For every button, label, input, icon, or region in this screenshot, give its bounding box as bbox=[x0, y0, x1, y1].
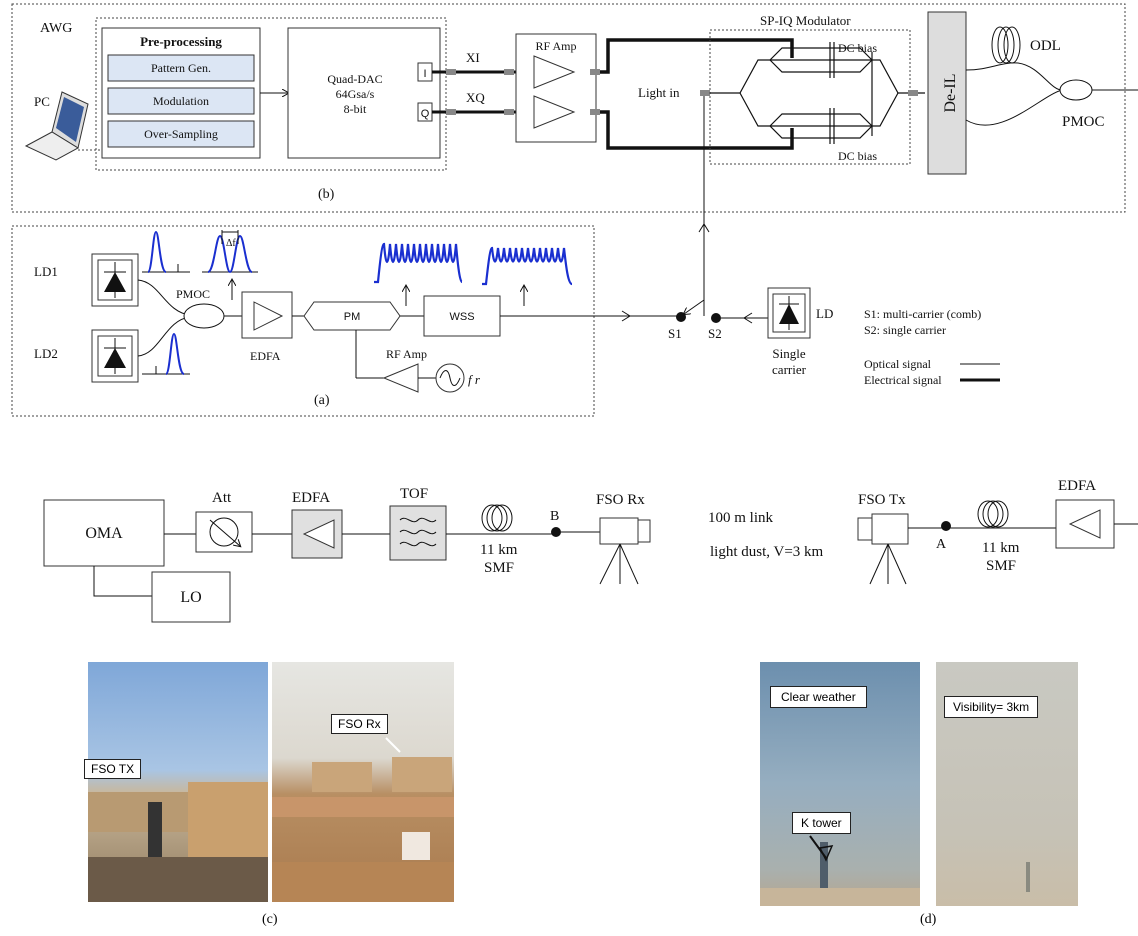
iq-interferometer bbox=[710, 42, 925, 144]
spectrum-ld2 bbox=[142, 334, 190, 374]
visibility-label: Visibility= 3km bbox=[944, 696, 1038, 718]
fso-tx-photo-label: FSO TX bbox=[84, 759, 141, 779]
fso-tx-label: FSO Tx bbox=[858, 492, 906, 508]
pmoc-a-label: PMOC bbox=[176, 287, 210, 301]
pmoc-b-icon bbox=[1060, 80, 1092, 100]
rf-amp-a-label: RF Amp bbox=[386, 347, 427, 361]
smf-left-line-2: SMF bbox=[484, 560, 514, 576]
lo-label: LO bbox=[180, 589, 201, 606]
wss-label: WSS bbox=[449, 311, 474, 323]
fso-rx-label: FSO Rx bbox=[596, 492, 645, 508]
pm-label: PM bbox=[344, 311, 361, 323]
photo-fso-rx bbox=[272, 662, 454, 902]
fr-label: f r bbox=[468, 372, 481, 387]
node-b-label: B bbox=[550, 509, 559, 524]
fso-tx-icon bbox=[858, 514, 908, 584]
single-carrier-line-1: Single bbox=[772, 346, 805, 361]
spiq-frame bbox=[710, 30, 910, 164]
port-q-label: Q bbox=[421, 108, 430, 120]
edfa-right-label: EDFA bbox=[1058, 478, 1096, 494]
smf-right-line-2: SMF bbox=[986, 558, 1016, 574]
legend-s1: S1: multi-carrier (comb) bbox=[864, 307, 981, 321]
legend-optical: Optical signal bbox=[864, 357, 932, 371]
spectrum-ld1 bbox=[142, 232, 190, 272]
smf-left-line-1: 11 km bbox=[480, 542, 518, 558]
clear-weather-label: Clear weather bbox=[770, 686, 867, 708]
spectrum-combined bbox=[202, 230, 258, 272]
panel-b-caption: (b) bbox=[318, 187, 335, 202]
fso-rx-photo-label: FSO Rx bbox=[331, 714, 388, 734]
ld2-label: LD2 bbox=[34, 346, 58, 361]
pmoc-a-icon bbox=[184, 304, 224, 328]
q-drive-cable bbox=[600, 112, 792, 148]
preprocessing-title: Pre-processing bbox=[140, 34, 222, 49]
pmoc-b-label: PMOC bbox=[1062, 114, 1105, 130]
xq-label: XQ bbox=[466, 90, 485, 105]
caption-d: (d) bbox=[920, 912, 936, 928]
odl-label: ODL bbox=[1030, 38, 1061, 54]
att-label: Att bbox=[212, 490, 232, 506]
k-tower-label: K tower bbox=[792, 812, 851, 834]
delta-f-label: Δf bbox=[226, 238, 236, 249]
dac-line-2: 64Gsa/s bbox=[336, 87, 375, 101]
rf-amp-a-triangle bbox=[384, 364, 418, 392]
xi-label: XI bbox=[466, 50, 480, 65]
panel-a-caption: (a) bbox=[314, 393, 330, 408]
port-i-label: I bbox=[423, 68, 426, 80]
light-in-label: Light in bbox=[638, 85, 680, 100]
odl-icon bbox=[992, 27, 1020, 63]
lower-path bbox=[966, 90, 1062, 125]
edfa-left-label: EDFA bbox=[292, 490, 330, 506]
s2-node bbox=[711, 313, 721, 323]
spiq-label: SP-IQ Modulator bbox=[760, 13, 851, 28]
dac-line-3: 8-bit bbox=[344, 102, 367, 116]
modulation-label: Modulation bbox=[153, 94, 209, 108]
legend-electrical: Electrical signal bbox=[864, 373, 942, 387]
smf-right-icon bbox=[978, 501, 1008, 527]
pc-label: PC bbox=[34, 94, 50, 109]
odl-path bbox=[966, 63, 1062, 90]
smf-right-line-1: 11 km bbox=[982, 540, 1020, 556]
rf-amp-b-label: RF Amp bbox=[535, 39, 576, 53]
oma-label: OMA bbox=[85, 525, 123, 542]
ld1-label: LD1 bbox=[34, 264, 58, 279]
node-a bbox=[941, 521, 951, 531]
pattern-gen-label: Pattern Gen. bbox=[151, 61, 211, 75]
smf-left-icon bbox=[482, 505, 512, 531]
ld-label: LD bbox=[816, 306, 833, 321]
oversampling-label: Over-Sampling bbox=[144, 127, 218, 141]
tof-label: TOF bbox=[400, 486, 428, 502]
legend-s2: S2: single carrier bbox=[864, 323, 946, 337]
node-a-label: A bbox=[936, 537, 947, 552]
de-il-label: De-IL bbox=[942, 73, 959, 112]
node-b bbox=[551, 527, 561, 537]
awg-label: AWG bbox=[40, 21, 72, 36]
ld-single-icon bbox=[768, 288, 810, 338]
ld2-icon bbox=[92, 330, 138, 382]
comb-spectrum-2 bbox=[482, 248, 572, 284]
tof-box bbox=[390, 506, 446, 560]
dc-bias-bottom: DC bias bbox=[838, 149, 877, 163]
link-length-label: 100 m link bbox=[708, 510, 774, 526]
comb-spectrum-1 bbox=[374, 244, 462, 282]
s1-label: S1 bbox=[668, 326, 682, 341]
dac-line-1: Quad-DAC bbox=[327, 72, 382, 86]
fso-rx-icon bbox=[600, 518, 650, 584]
ld1-icon bbox=[92, 254, 138, 306]
caption-c: (c) bbox=[262, 912, 278, 928]
photo-fso-tx bbox=[88, 662, 268, 902]
s2-label: S2 bbox=[708, 326, 722, 341]
i-drive-cable bbox=[600, 40, 792, 72]
dust-label: light dust, V=3 km bbox=[710, 544, 824, 560]
single-carrier-line-2: carrier bbox=[772, 362, 807, 377]
edfa-a-label: EDFA bbox=[250, 349, 281, 363]
